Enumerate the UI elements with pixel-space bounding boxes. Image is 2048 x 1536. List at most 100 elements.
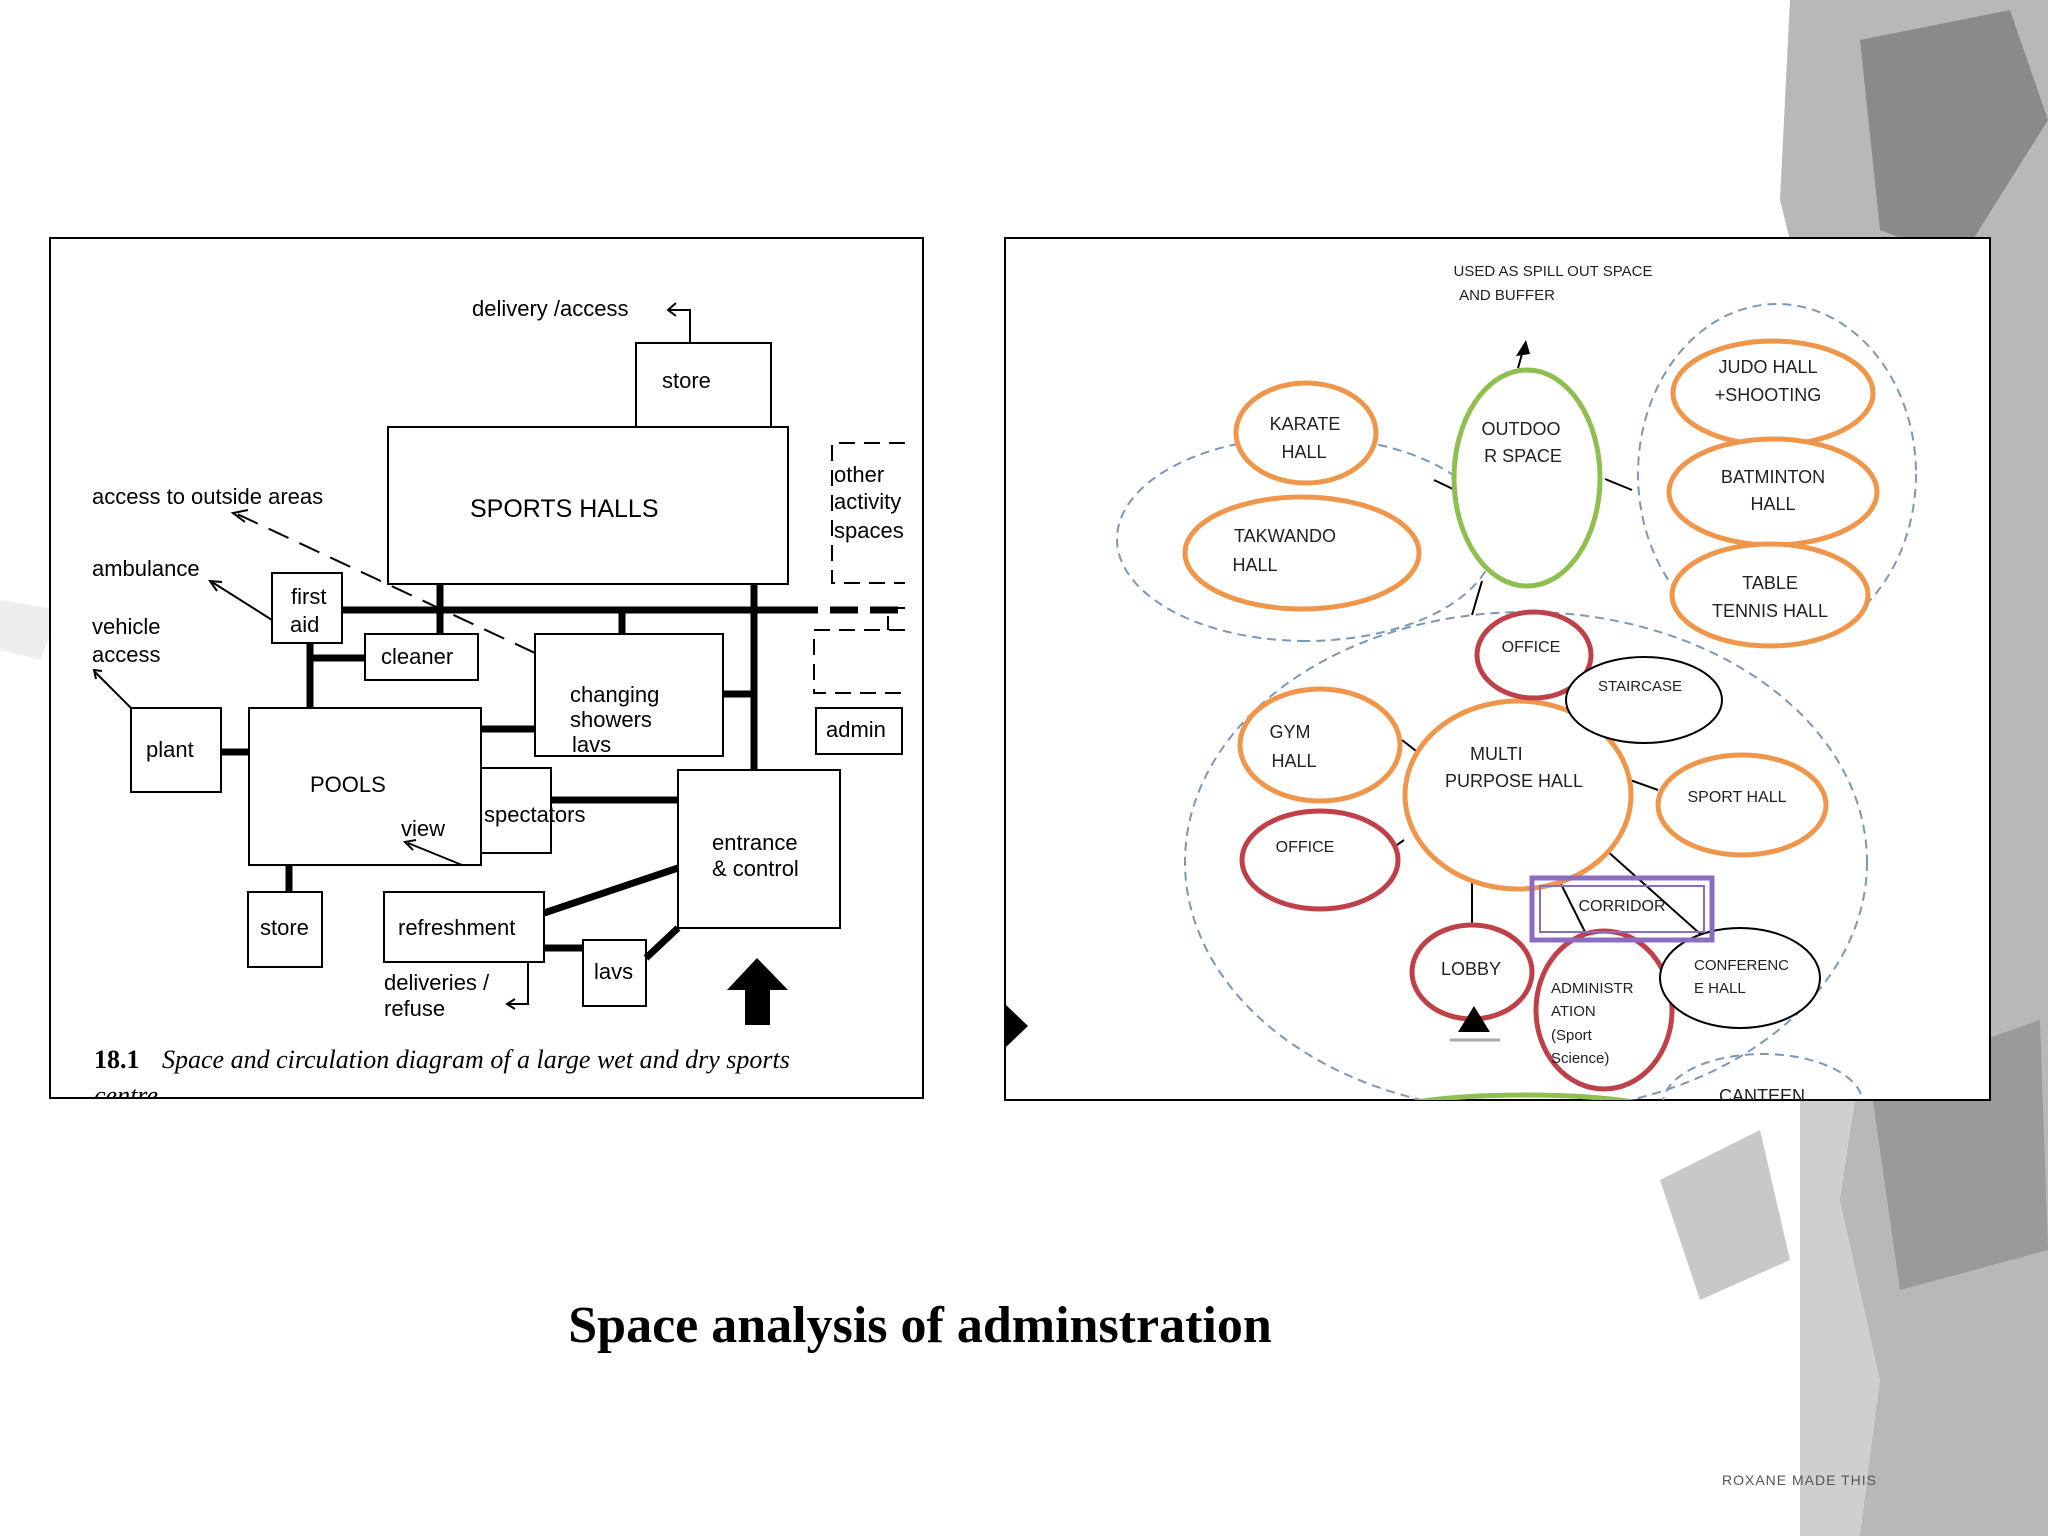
figure-caption: 18.1 Space and circulation diagram of a … <box>94 1045 790 1110</box>
caption-text: Space and circulation diagram of a large… <box>162 1045 790 1074</box>
judo-label-1: JUDO HALL <box>1718 357 1817 377</box>
multi-label-2: PURPOSE HALL <box>1445 771 1583 791</box>
corridor-label: CORRIDOR <box>1578 898 1665 915</box>
bottom-green-edge <box>1412 1092 1638 1100</box>
gym-label-1: GYM <box>1269 722 1310 742</box>
panel-marker-icon <box>1005 1004 1028 1048</box>
left-arrows <box>92 302 691 1010</box>
pools-label: POOLS <box>310 772 386 797</box>
batminton-hall-bubble <box>1666 436 1880 548</box>
office-top-label: OFFICE <box>1502 639 1561 656</box>
lobby-triangle-icon <box>1458 1006 1490 1032</box>
gym-hall-bubble <box>1237 686 1403 804</box>
store-bottom-label: store <box>260 915 309 940</box>
pools-box <box>248 707 482 866</box>
outdoor-space-bubble <box>1451 367 1603 589</box>
left-labels: delivery /access store SPORTS HALLS acce… <box>92 296 904 1021</box>
cleaner-box <box>364 633 479 681</box>
sport-hall-bubble <box>1655 752 1829 858</box>
store-bottom-box <box>247 891 323 968</box>
takwando-label-2: HALL <box>1232 555 1277 575</box>
black-rooms <box>1565 656 1821 1029</box>
orange-halls <box>1182 338 1880 892</box>
lavs-label: lavs <box>594 959 633 984</box>
deliveries-label-2: refuse <box>384 996 445 1021</box>
right-labels: USED AS SPILL OUT SPACE AND BUFFER OUTDO… <box>1232 263 1828 1106</box>
entrance-label-1: entrance <box>712 830 798 855</box>
office-top-bubble <box>1474 609 1594 701</box>
first-aid-box <box>271 572 343 644</box>
staircase-label: STAIRCASE <box>1598 678 1682 695</box>
changing-label-2: showers <box>570 707 652 732</box>
table-tennis-label-2: TENNIS HALL <box>1712 601 1828 621</box>
caption-number: 18.1 <box>94 1045 140 1074</box>
caption-continued: centre <box>94 1081 158 1110</box>
lavs-box <box>582 939 647 1007</box>
refreshment-label: refreshment <box>398 915 515 940</box>
judo-label-2: +SHOOTING <box>1715 385 1822 405</box>
left-diagram-panel: delivery /access store SPORTS HALLS acce… <box>49 237 924 1110</box>
circulation-lines <box>221 584 905 961</box>
spill-note-2: AND BUFFER <box>1459 287 1555 304</box>
outdoor-label-2: R SPACE <box>1484 446 1562 466</box>
takwando-label-1: TAKWANDO <box>1234 526 1336 546</box>
other-spaces-label-2: activity <box>834 489 901 514</box>
delivery-access-label: delivery /access <box>472 296 629 321</box>
sport-hall-label: SPORT HALL <box>1687 789 1786 806</box>
watermark-text: ROXANE MADE THIS <box>1722 1472 1877 1488</box>
spectators-label: spectators <box>484 802 586 827</box>
staircase-bubble <box>1565 656 1723 744</box>
canteen-zone <box>1662 1053 1864 1100</box>
deliveries-label-1: deliveries / <box>384 970 490 995</box>
batminton-label-2: HALL <box>1750 494 1795 514</box>
right-diagram-panel: USED AS SPILL OUT SPACE AND BUFFER OUTDO… <box>1004 237 1991 1106</box>
administration-label-1: ADMINISTR <box>1551 980 1634 997</box>
sports-halls-label: SPORTS HALLS <box>470 495 659 523</box>
sports-halls-box <box>387 426 789 585</box>
multi-label-1: MULTI <box>1470 744 1523 764</box>
karate-label-2: HALL <box>1281 442 1326 462</box>
view-label: view <box>401 816 445 841</box>
store-top-box <box>635 342 772 428</box>
access-outside-label: access to outside areas <box>92 484 323 509</box>
plant-box <box>130 707 222 793</box>
outdoor-arrow-icon <box>1516 340 1530 356</box>
other-spaces-label-1: other <box>834 462 884 487</box>
corridor-box <box>1529 875 1715 943</box>
office-left-bubble <box>1239 808 1401 912</box>
table-tennis-label-1: TABLE <box>1742 573 1798 593</box>
administration-label-3: (Sport <box>1551 1027 1593 1044</box>
karate-label-1: KARATE <box>1270 414 1341 434</box>
table-tennis-hall-bubble <box>1669 541 1871 649</box>
multi-purpose-hall-bubble <box>1402 698 1634 892</box>
administration-label-2: ATION <box>1551 1003 1596 1020</box>
changing-box <box>534 633 724 757</box>
canteen-label: CANTEEN <box>1719 1086 1805 1106</box>
other-activity-dashed <box>813 442 905 694</box>
spectators-box <box>480 767 552 854</box>
takwando-hall-bubble <box>1182 494 1422 612</box>
entrance-box <box>677 769 841 929</box>
cleaner-label: cleaner <box>381 644 453 669</box>
refreshment-box <box>383 891 545 963</box>
changing-label-1: changing <box>570 682 659 707</box>
karate-hall-bubble <box>1233 380 1379 486</box>
ambulance-label: ambulance <box>92 556 200 581</box>
admin-label: admin <box>826 717 886 742</box>
batminton-label-1: BATMINTON <box>1721 467 1825 487</box>
plant-label: plant <box>146 737 194 762</box>
gym-label-2: HALL <box>1271 751 1316 771</box>
lobby-label: LOBBY <box>1441 959 1501 979</box>
admin-box <box>815 707 903 755</box>
store-top-label: store <box>662 368 711 393</box>
office-left-label: OFFICE <box>1276 839 1335 856</box>
vehicle-access-label-1: vehicle <box>92 614 160 639</box>
outdoor-label-1: OUTDOO <box>1482 419 1561 439</box>
first-aid-label-2: aid <box>290 612 319 637</box>
spill-note-1: USED AS SPILL OUT SPACE <box>1454 263 1653 280</box>
left-panel-frame <box>49 237 924 1099</box>
conference-label-2: E HALL <box>1694 980 1746 997</box>
vehicle-access-label-2: access <box>92 642 160 667</box>
conference-label-1: CONFERENC <box>1694 957 1789 974</box>
